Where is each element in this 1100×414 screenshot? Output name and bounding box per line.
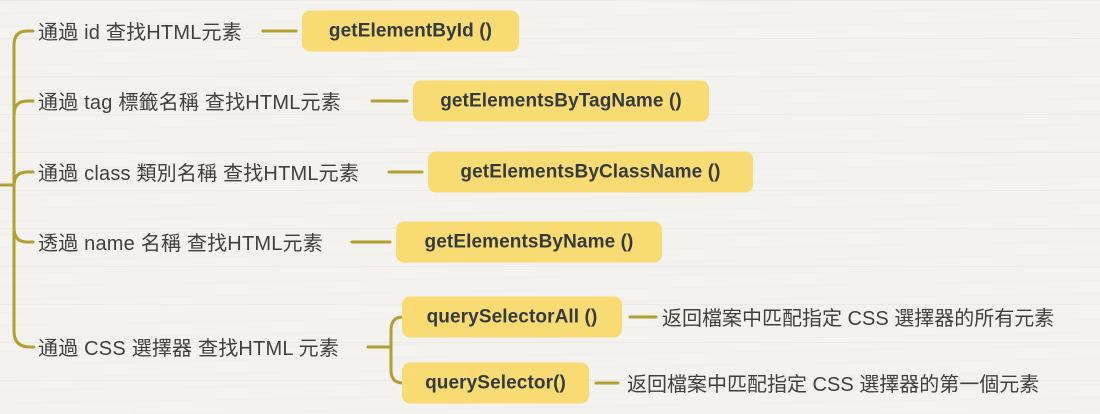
method-node-get-element-by-id[interactable]: getElementById () bbox=[302, 10, 519, 52]
branch-elbow-tag bbox=[12, 99, 35, 117]
branch-label-class[interactable]: 通過 class 類別名稱 查找HTML元素 bbox=[38, 162, 360, 185]
method-node-get-elements-by-name[interactable]: getElementsByName () bbox=[396, 221, 662, 263]
branch-label-id[interactable]: 通過 id 查找HTML元素 bbox=[38, 21, 242, 44]
description-query-selector-all[interactable]: 返回檔案中匹配指定 CSS 選擇器的所有元素 bbox=[662, 307, 1055, 330]
method-node-get-elements-by-class-name[interactable]: getElementsByClassName () bbox=[428, 151, 753, 193]
branch-label-name[interactable]: 透過 name 名稱 查找HTML元素 bbox=[38, 232, 323, 255]
branch-label-tag[interactable]: 通過 tag 標籤名稱 查找HTML元素 bbox=[38, 91, 341, 114]
method-node-query-selector[interactable]: querySelector() bbox=[402, 362, 589, 404]
method-node-query-selector-all[interactable]: querySelectorAll () bbox=[402, 296, 622, 338]
branch-elbow-class bbox=[12, 170, 35, 188]
sub-trunk-line bbox=[389, 315, 405, 385]
branch-label-css-selector[interactable]: 通過 CSS 選擇器 查找HTML 元素 bbox=[38, 337, 340, 360]
main-trunk-line bbox=[12, 29, 36, 349]
method-node-get-elements-by-tag-name[interactable]: getElementsByTagName () bbox=[413, 80, 709, 122]
description-query-selector[interactable]: 返回檔案中匹配指定 CSS 選擇器的第一個元素 bbox=[627, 373, 1040, 396]
branch-elbow-name bbox=[12, 226, 35, 244]
